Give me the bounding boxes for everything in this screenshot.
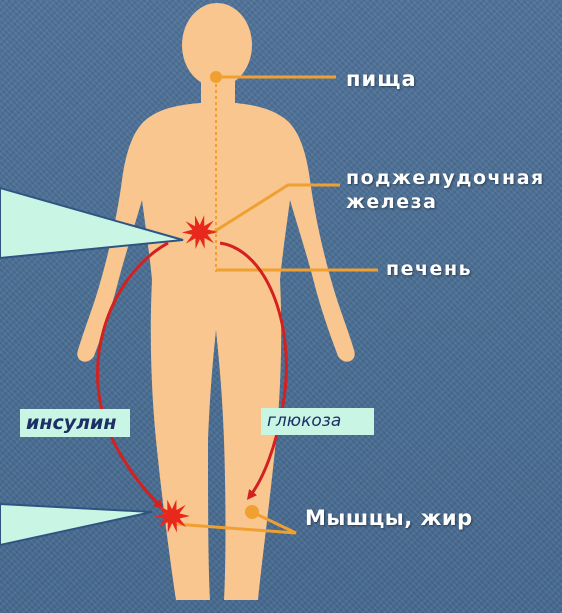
tag-glucose: глюкоза — [261, 408, 374, 435]
label-muscle-fat: Мышцы, жир — [305, 506, 473, 530]
muscle-callout-wedge — [0, 504, 152, 545]
label-liver: печень — [386, 258, 472, 280]
label-pancreas-line2: железа — [346, 190, 545, 214]
label-food: пища — [346, 67, 417, 91]
label-pancreas-line1: поджелудочная — [346, 166, 545, 190]
food-dot — [210, 71, 222, 83]
tag-insulin: инсулин — [20, 409, 130, 437]
label-pancreas: поджелудочная железа — [346, 166, 545, 214]
muscle-dot — [245, 505, 259, 519]
